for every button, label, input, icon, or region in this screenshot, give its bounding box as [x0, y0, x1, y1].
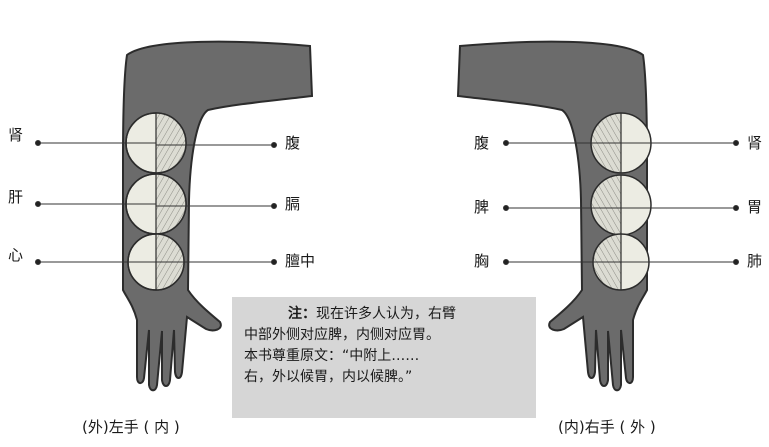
- note-line-1: 注：现在许多人认为，右臂: [244, 304, 526, 325]
- right-leader-lines: [503, 140, 739, 265]
- note-line-2: 中部外侧对应脾，内侧对应胃。: [244, 327, 440, 343]
- left-inner-label-danzhong: 膻中: [285, 252, 316, 270]
- note-line-3: 本书尊重原文：“中附上……: [244, 348, 420, 364]
- left-outer-label-kidney: 肾: [8, 126, 24, 144]
- left-inner-label-abdomen: 腹: [285, 134, 301, 152]
- right-arm-caption: (内)右手 ( 外 ): [558, 418, 656, 436]
- left-leader-lines: [35, 140, 277, 265]
- right-arm: [456, 40, 739, 392]
- right-inner-label-spleen: 脾: [474, 198, 490, 216]
- note-line-1-text: 现在许多人认为，右臂: [316, 306, 456, 322]
- note-box: 注：现在许多人认为，右臂 中部外侧对应脾，内侧对应胃。 本书尊重原文：“中附上……: [232, 297, 536, 418]
- left-outer-label-heart: 心: [8, 246, 24, 264]
- right-inner-label-abdomen: 腹: [474, 134, 490, 152]
- right-outer-label-kidney: 肾: [747, 134, 763, 152]
- right-outer-label-lung: 肺: [747, 252, 763, 270]
- note-line-4: 右，外以候胃，内以候脾。”: [244, 369, 413, 385]
- right-inner-label-chest: 胸: [474, 252, 490, 270]
- left-outer-label-liver: 肝: [8, 188, 24, 206]
- left-arm-caption: (外)左手 ( 内 ): [82, 418, 180, 436]
- right-circle-middle: [590, 174, 652, 236]
- left-inner-label-diaphragm: 膈: [285, 195, 301, 213]
- left-arm: [35, 40, 314, 392]
- note-prefix: 注：: [288, 306, 316, 322]
- right-outer-label-stomach: 胃: [747, 198, 763, 216]
